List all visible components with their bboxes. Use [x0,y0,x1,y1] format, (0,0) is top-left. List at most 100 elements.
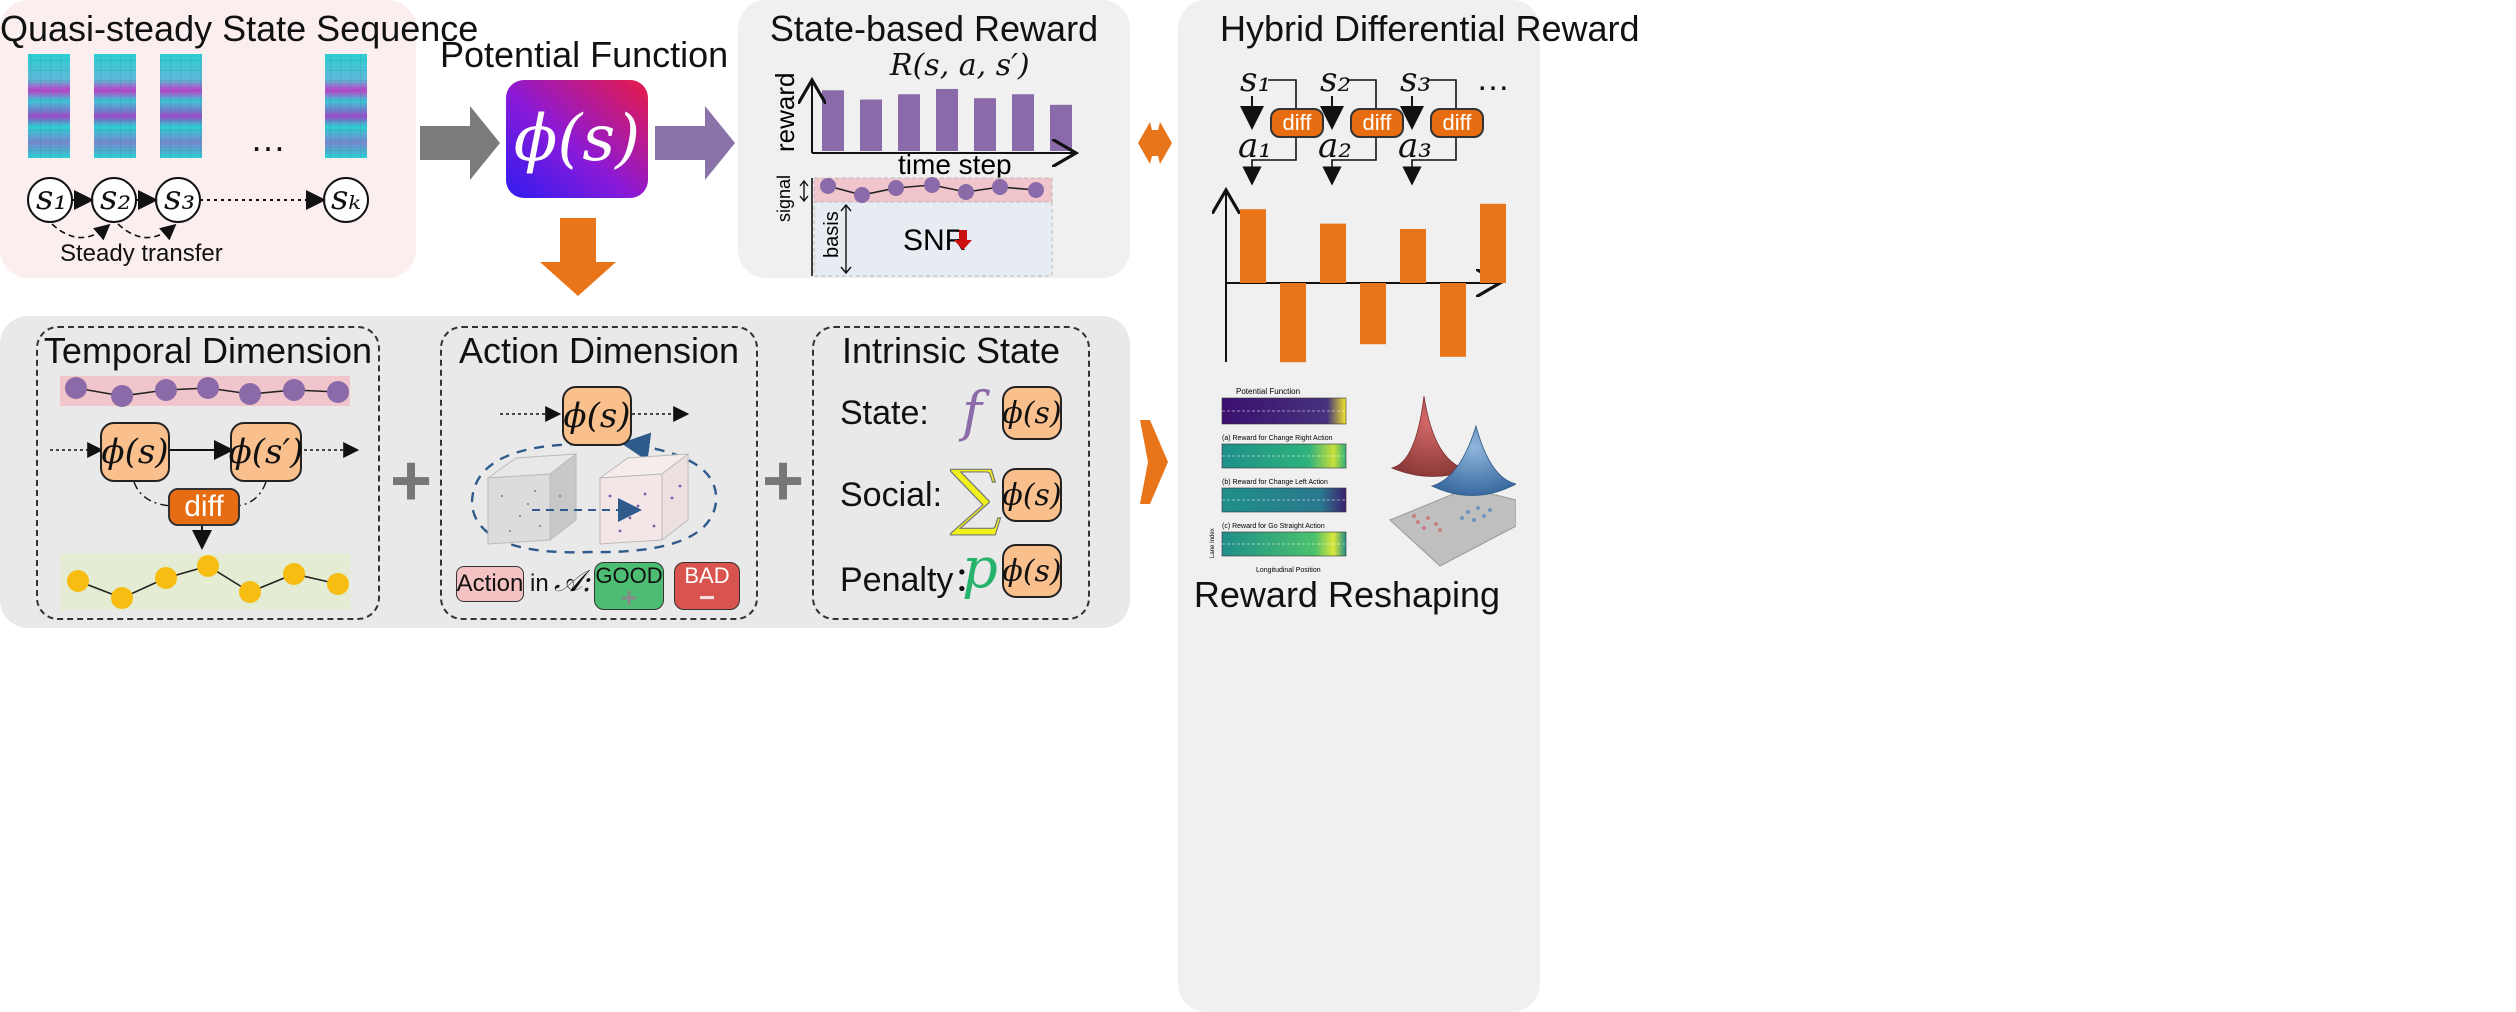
hybrid-title: Hybrid Differential Reward [1220,8,1640,49]
potential-function-box: ϕ(s) [506,80,648,198]
hybrid-action-1: a₁ [1238,126,1272,166]
surface-scatter [1412,514,1442,532]
intrinsic-phi-state: ϕ(s) [1002,386,1062,440]
arrow-potential-down [540,218,616,296]
action-box [440,326,758,620]
heatmap-ylabel: Lane Index [1210,528,1216,558]
state-image-3 [160,54,202,158]
heatmap-title-3: (c) Reward for Go Straight Action [1222,523,1325,530]
state-reward-title: State-based Reward [769,8,1099,49]
arrow-double-horizontal [1138,122,1172,164]
reward-bar-6 [1012,94,1034,151]
bad-minus-icon: − [698,582,716,613]
temporal-phi-s: ϕ(s) [100,422,170,482]
state-image-k [325,54,367,158]
arrow-to-reshaping [1140,420,1168,504]
state-label-k: sₖ [331,178,361,218]
hybrid-diff-1: diff [1270,108,1324,138]
temporal-bottom-dot-2 [111,587,133,609]
signal-dot-1 [820,178,836,194]
temporal-diff: diff [168,488,240,526]
state-f-icon: f [962,380,982,443]
state-label-3: s₃ [164,178,196,218]
temporal-top-dot-3 [155,379,177,401]
sequence-ellipsis: … [250,118,286,159]
hybrid-diff-2: diff [1350,108,1404,138]
reward-bar-5 [974,98,996,151]
signal-dot-7 [1028,182,1044,198]
action-graphic [470,406,718,554]
intrinsic-box [812,326,1090,620]
good-label: GOOD [595,563,663,588]
signal-dot-4 [924,177,940,193]
surface-peak-red [1390,395,1470,477]
snr-down-icon [954,230,972,250]
arrow-potential-to-reward [655,106,735,180]
hybrid-bar-2 [1280,283,1306,363]
temporal-top-dot-2 [111,385,133,407]
heatmap-title-2: (b) Reward for Change Left Action [1222,479,1328,486]
temporal-top-dot-6 [283,379,305,401]
intrinsic-phi-social: ϕ(s) [1002,468,1062,522]
reward-ylabel: reward [770,73,800,152]
hybrid-bar-4 [1360,283,1386,345]
intrinsic-row-social-label: Social: [840,476,943,514]
signal-dot-5 [958,184,974,200]
intrinsic-phi-penalty: ϕ(s) [1002,544,1062,598]
heatmap-title-0: Potential Function [1236,387,1300,396]
temporal-bottom-dot-1 [67,570,89,592]
temporal-bottom-dot-4 [197,555,219,577]
hybrid-bar-6 [1440,283,1466,357]
hybrid-bar-1 [1240,209,1266,283]
reshaping-title: Reward Reshaping [1193,574,1501,615]
temporal-box [36,326,380,620]
reward-bar-4 [936,88,958,151]
temporal-top-dot-5 [239,383,261,405]
state-image-1 [28,54,70,158]
temporal-top-dot-4 [197,377,219,399]
signal-dot-2 [854,187,870,203]
signal-dot-6 [992,179,1008,195]
action-in-label: in [530,570,549,597]
action-phi-s: ϕ(s) [562,386,632,446]
temporal-top-dot-7 [327,381,349,403]
sequence-graphic [27,54,369,241]
cube-right [598,452,690,545]
hybrid-bar-7 [1480,203,1506,283]
social-sum-icon: ∑ [949,453,1002,538]
heatmap-title-1: (a) Reward for Change Right Action [1222,435,1333,442]
penalty-p-icon: p [962,536,998,601]
temporal-bottom-dot-5 [239,581,261,603]
hybrid-graphic [1178,79,1506,363]
reward-bar-7 [1050,104,1072,151]
potential-title: Potential Function [440,34,729,75]
temporal-graphic [50,376,360,610]
reward-bar-2 [860,99,882,151]
signal-dot-3 [888,180,904,196]
state-image-2 [94,54,136,158]
reshaping-graphic: Potential Function (a) Reward for Change… [1210,387,1516,574]
cube-left [486,452,578,545]
reward-bar-1 [822,90,844,151]
temporal-phi-s-prime: ϕ(s′) [229,422,303,482]
hybrid-action-3: a₃ [1398,126,1432,166]
potential-formula: ϕ(s) [513,102,641,176]
heatmap-xlabel: Longitudinal Position [1256,567,1321,574]
temporal-bottom-dot-7 [327,573,349,595]
temporal-top-dot-1 [65,377,87,399]
intrinsic-row-penalty-label: Penalty： [840,561,988,599]
hybrid-diff-3: diff [1430,108,1484,138]
state-label-1: s₁ [36,178,68,218]
hybrid-action-2: a₂ [1318,126,1352,166]
hybrid-state-2: s₂ [1320,60,1352,100]
state-reward-formula: R(s, a, s′) [890,48,1030,83]
good-badge: GOOD + [594,562,664,612]
surface-peak-blue [1430,424,1516,496]
hybrid-state-3: s₃ [1400,60,1432,100]
state-label-2: s₂ [100,178,132,218]
plus-operator-1: + [390,441,433,521]
temporal-bottom-dot-6 [283,563,305,585]
basis-label: basis [821,211,843,258]
action-chip: Action [456,566,524,602]
